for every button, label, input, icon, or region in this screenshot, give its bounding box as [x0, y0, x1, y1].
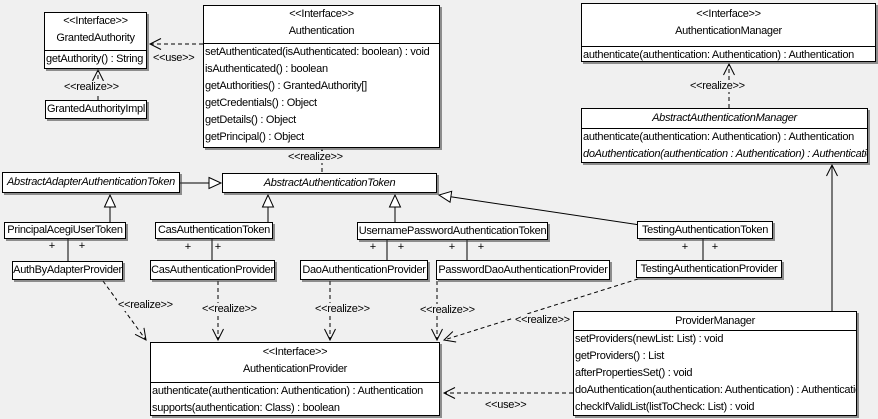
stereotype-label: <<Interface>> [63, 15, 128, 27]
association-end-label: + [711, 241, 719, 253]
class-name: AbstractAuthenticationToken [263, 176, 396, 189]
class-dao-authentication-provider[interactable]: DaoAuthenticationProvider [300, 260, 428, 280]
class-username-password-authentication-token[interactable]: UsernamePasswordAuthenticationToken [357, 222, 548, 240]
class-cas-authentication-token[interactable]: CasAuthenticationToken [155, 222, 273, 239]
class-name: AbstractAdapterAuthenticationToken [7, 176, 175, 188]
method-label: getDetails() : Object [205, 114, 296, 126]
method-label: checkIfValidList(listToCheck: List) : vo… [575, 401, 755, 413]
class-name: UsernamePasswordAuthenticationToken [358, 224, 547, 237]
class-header: <<Interface>> GrantedAuthority [45, 13, 146, 51]
association-end-label: + [214, 241, 222, 253]
association-end-label: + [369, 241, 377, 253]
stereotype-label: <<Interface>> [696, 8, 761, 20]
association-end-label: + [184, 241, 192, 253]
realize-line-testingprovider [442, 278, 639, 343]
class-header: AbstractAuthenticationManager [582, 109, 867, 129]
method-label: setAuthenticated(isAuthenticated: boolea… [205, 46, 430, 58]
method-label: authenticate(authentication: Authenticat… [583, 131, 854, 143]
use-label-grantedauthority: <<use>> [152, 52, 196, 64]
class-name: GrantedAuthority [56, 32, 135, 44]
realize-label-authbyadapterprovider: <<realize>> [117, 299, 174, 311]
association-end-label: + [681, 241, 689, 253]
stereotype-label: <<Interface>> [289, 8, 354, 20]
use-label-providermanager: <<use>> [484, 399, 528, 411]
class-name: TestingAuthenticationProvider [640, 262, 778, 275]
class-granted-authority-impl[interactable]: GrantedAuthorityImpl [45, 100, 147, 119]
method-label: getPrincipal() : Object [205, 131, 304, 143]
class-abstract-authentication-token[interactable]: AbstractAuthenticationToken [222, 173, 437, 193]
class-authentication-provider[interactable]: <<Interface>> AuthenticationProvider aut… [150, 342, 440, 416]
method-label: getCredentials() : Object [205, 97, 317, 109]
class-header: <<Interface>> Authentication [204, 6, 439, 44]
realize-label-abstractmanager: <<realize>> [689, 80, 746, 92]
realize-label-grantedauthorityimpl: <<realize>> [63, 81, 120, 93]
class-name: ProviderManager [675, 315, 755, 327]
association-end-label: + [448, 241, 456, 253]
method-label: doAuthentication(authentication: Authent… [575, 384, 856, 396]
realize-label-testingprovider: <<realize>> [514, 314, 571, 326]
class-authentication-manager[interactable]: <<Interface>> AuthenticationManager auth… [581, 3, 876, 62]
method-label: authenticate(authentication: Authenticat… [152, 385, 423, 397]
realize-label-passworddaoprovider: <<realize>> [419, 304, 476, 316]
class-name: TestingAuthenticationToken [641, 223, 769, 236]
class-authentication[interactable]: <<Interface>> Authentication setAuthenti… [203, 5, 440, 148]
class-name: AuthenticationManager [675, 25, 782, 37]
class-header: <<Interface>> AuthenticationManager [582, 4, 875, 47]
class-testing-authentication-provider[interactable]: TestingAuthenticationProvider [636, 260, 782, 278]
class-abstract-authentication-manager[interactable]: AbstractAuthenticationManager authentica… [581, 108, 868, 163]
method-label: getProviders() : List [575, 350, 665, 362]
class-cas-authentication-provider[interactable]: CasAuthenticationProvider [150, 260, 275, 280]
method-label: supports(authentication: Class) : boolea… [152, 402, 340, 414]
association-end-label: + [477, 241, 485, 253]
realize-label-abstracttoken: <<realize>> [287, 151, 344, 163]
realize-label-casprovider: <<realize>> [201, 303, 258, 315]
class-header: ProviderManager [574, 312, 856, 331]
class-name: AuthenticationProvider [242, 363, 348, 375]
class-abstract-adapter-authentication-token[interactable]: AbstractAdapterAuthenticationToken [2, 172, 180, 193]
class-name: PrincipalAcegiUserToken [7, 224, 123, 236]
association-end-label: + [78, 240, 86, 252]
class-name: CasAuthenticationProvider [151, 263, 274, 276]
class-granted-authority[interactable]: <<Interface>> GrantedAuthority getAuthor… [44, 12, 147, 69]
method-label: authenticate(authentication: Authenticat… [583, 49, 854, 61]
method-label: getAuthority() : String [46, 53, 144, 65]
class-name: PasswordDaoAuthenticationProvider [438, 263, 608, 276]
method-label: getAuthorities() : GrantedAuthority[] [205, 80, 367, 92]
method-label: setProviders(newList: List) : void [575, 333, 724, 345]
class-name: Authentication [288, 25, 355, 37]
class-name: DaoAuthenticationProvider [302, 263, 426, 276]
generalization-line-testingtoken-abstracttoken [437, 190, 641, 226]
class-header: <<Interface>> AuthenticationProvider [151, 343, 439, 383]
realize-label-daoprovider: <<realize>> [314, 303, 371, 315]
association-end-label: + [48, 240, 56, 252]
class-auth-by-adapter-provider[interactable]: AuthByAdapterProvider [12, 261, 123, 280]
method-label: doAuthentication(authentication : Authen… [583, 148, 867, 160]
class-name: CasAuthenticationToken [157, 224, 271, 236]
stereotype-label: <<Interface>> [262, 346, 328, 358]
class-name: GrantedAuthorityImpl [47, 103, 145, 115]
class-testing-authentication-token[interactable]: TestingAuthenticationToken [637, 221, 773, 239]
class-provider-manager[interactable]: ProviderManager setProviders(newList: Li… [573, 311, 857, 416]
class-name: AbstractAuthenticationManager [652, 112, 797, 124]
association-end-label: + [397, 241, 405, 253]
method-label: afterPropertiesSet() : void [575, 367, 693, 379]
method-label: isAuthenticated() : boolean [205, 63, 328, 75]
class-principal-acegi-user-token[interactable]: PrincipalAcegiUserToken [4, 222, 126, 239]
class-password-dao-authentication-provider[interactable]: PasswordDaoAuthenticationProvider [436, 260, 610, 280]
class-name: AuthByAdapterProvider [13, 264, 122, 276]
